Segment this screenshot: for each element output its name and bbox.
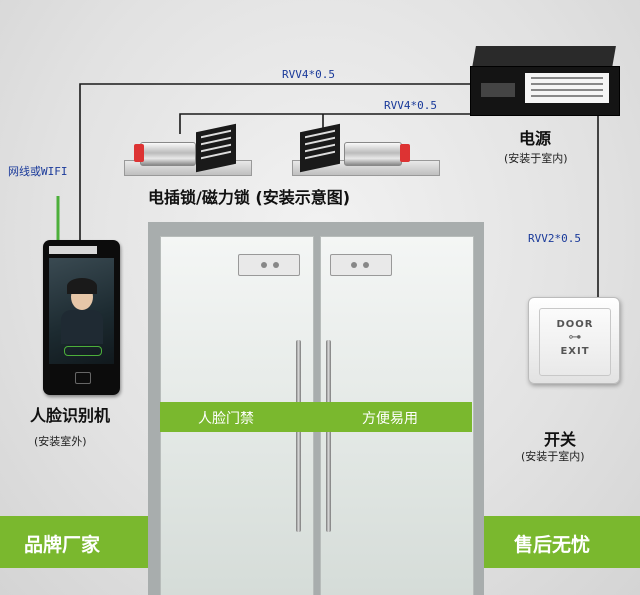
- door-handle-right: [326, 340, 331, 532]
- magnetic-lock-left: [124, 123, 254, 178]
- power-note: (安装于室内): [504, 152, 568, 165]
- door-banner-left: 人脸门禁: [198, 411, 254, 427]
- exit-button: DOOR ⊶ EXIT: [528, 297, 620, 384]
- door-lock-left: [238, 254, 300, 276]
- exit-plate-top: DOOR: [556, 319, 594, 330]
- cable-label-switch: RVV2*0.5: [528, 232, 581, 245]
- reader-note: (安装室外): [34, 435, 87, 448]
- key-icon: ⊶: [568, 330, 582, 345]
- exit-plate-bottom: EXIT: [560, 346, 590, 357]
- power-title: 电源: [519, 129, 552, 148]
- side-banner-left: 品牌厂家: [24, 534, 101, 556]
- reader-title: 人脸识别机: [30, 406, 111, 425]
- cable-label-network: 网线或WIFI: [8, 165, 68, 178]
- side-banner-right: 售后无忧: [514, 534, 591, 556]
- door-banner: [160, 402, 472, 432]
- wire-reader-to-psu: [79, 83, 470, 240]
- side-banner-left-bg: [0, 516, 148, 568]
- wire-psu-to-lock: [179, 113, 470, 134]
- door-handle-left: [296, 340, 301, 532]
- door-lock-right: [330, 254, 392, 276]
- power-supply-box: [466, 46, 622, 116]
- lock-caption: 电插锁/磁力锁 (安装示意图): [148, 188, 351, 207]
- switch-note: (安装于室内): [521, 450, 585, 463]
- face-recognition-terminal: [43, 240, 120, 395]
- cable-label-psu-top: RVV4*0.5: [282, 68, 335, 81]
- cable-label-psu-lock: RVV4*0.5: [384, 99, 437, 112]
- side-banner-right-bg: [484, 516, 640, 568]
- door-banner-right: 方便易用: [362, 411, 418, 427]
- magnetic-lock-right: [292, 123, 442, 178]
- switch-title: 开关: [544, 430, 577, 449]
